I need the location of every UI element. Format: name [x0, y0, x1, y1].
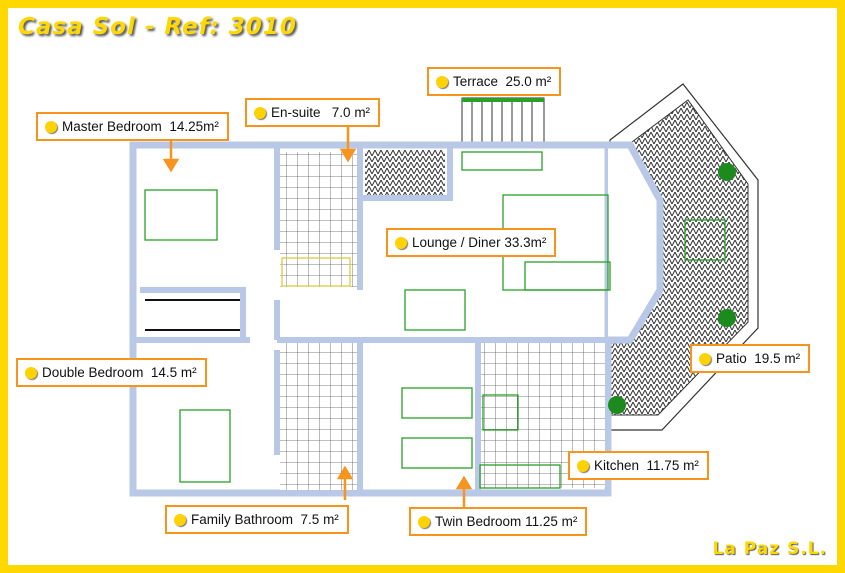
- bullet-icon: [25, 366, 37, 379]
- label-family-bathroom: Family Bathroom 7.5 m²: [165, 505, 349, 534]
- bullet-icon: [577, 459, 589, 472]
- bathroom-floor: [280, 340, 357, 490]
- furniture: [144, 151, 726, 489]
- label-en-suite: En-suite 7.0 m²: [245, 98, 381, 127]
- bullet-icon: [395, 236, 407, 249]
- label-terrace: Terrace 25.0 m²: [427, 67, 562, 96]
- terrace-stairs: [461, 97, 545, 144]
- bullet-icon: [418, 515, 430, 528]
- brand-logo: La Paz S.L.: [712, 539, 827, 559]
- bullet-icon: [174, 513, 186, 526]
- label-lounge-diner: Lounge / Diner 33.3m²: [386, 228, 557, 257]
- label-kitchen: Kitchen 11.75 m²: [568, 451, 709, 480]
- plants: [608, 163, 736, 414]
- page-title: Casa Sol - Ref: 3010: [18, 14, 297, 40]
- label-patio: Patio 19.5 m²: [690, 344, 811, 373]
- label-twin-bedroom: Twin Bedroom 11.25 m²: [409, 507, 588, 536]
- bullet-icon: [45, 120, 57, 133]
- label-double-bedroom: Double Bedroom 14.5 m²: [16, 358, 207, 387]
- wardrobes: [145, 299, 240, 331]
- label-master-bedroom: Master Bedroom 14.25m²: [36, 112, 229, 141]
- interior-walls: [133, 145, 608, 493]
- ensuite-floor: [280, 152, 357, 287]
- bullet-icon: [436, 75, 448, 88]
- bullet-icon: [699, 352, 711, 365]
- store-floor: [365, 150, 445, 195]
- bullet-icon: [254, 106, 266, 119]
- arrows: [162, 122, 473, 508]
